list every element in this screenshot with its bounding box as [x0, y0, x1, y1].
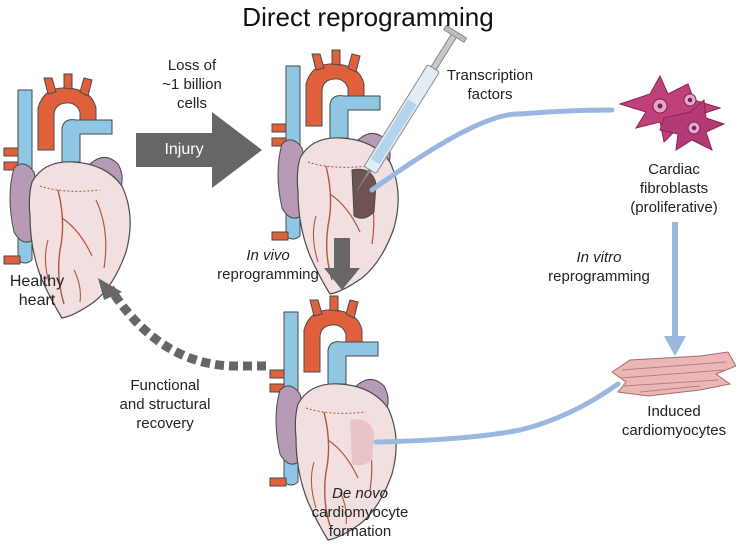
cardiac-fibroblasts-label: Cardiac fibroblasts (proliferative)	[612, 160, 736, 217]
recovery-line-1: Functional	[130, 377, 200, 394]
tf-connector	[369, 107, 615, 193]
loss-line-3: cells	[176, 95, 207, 112]
de-novo-label: De novo cardiomyocyte formation	[290, 484, 430, 541]
loss-label: Loss of ~1 billion cells	[142, 56, 242, 113]
de-novo-patch	[350, 419, 374, 466]
injury-label: Injury	[164, 141, 204, 158]
fibroblasts-line-1: Cardiac	[648, 161, 700, 178]
myocyte-connector	[373, 381, 621, 445]
recovery-arrow-icon	[98, 278, 266, 371]
injury-arrow-icon	[136, 112, 262, 188]
in-vitro-rest: reprogramming	[548, 268, 650, 285]
recovery-line-3: recovery	[136, 415, 194, 432]
in-vivo-rest: reprogramming	[217, 266, 319, 283]
recovery-label: Functional and structural recovery	[100, 376, 230, 433]
induced-line-2: cardiomyocytes	[621, 422, 727, 439]
recovery-line-2: and structural	[119, 396, 211, 413]
healthy-line-2: heart	[18, 292, 56, 309]
loss-line-1: Loss of	[167, 57, 217, 74]
regenerated-heart-icon	[269, 295, 397, 541]
in-vitro-arrow-icon	[664, 222, 686, 356]
induced-cardiomyocytes-label: Induced cardiomyocytes	[612, 402, 736, 440]
fibroblast-cells-icon	[618, 74, 726, 151]
in-vitro-label: In vitro reprogramming	[534, 248, 664, 286]
in-vivo-italic: In vivo	[246, 247, 290, 264]
de-novo-line-2: cardiomyocyte	[311, 504, 409, 521]
in-vivo-label: In vivo reprogramming	[208, 246, 328, 284]
in-vitro-italic: In vitro	[576, 249, 622, 266]
tf-line-1: Transcription	[446, 67, 534, 84]
injury-patch	[351, 168, 377, 219]
induced-line-1: Induced	[647, 403, 701, 420]
cardiomyocyte-fiber-icon	[611, 351, 736, 397]
in-vivo-arrow-icon	[324, 238, 360, 290]
healthy-line-1: Healthy	[9, 273, 65, 290]
injured-heart-icon	[271, 49, 399, 295]
loss-line-2: ~1 billion	[162, 76, 222, 93]
fibroblasts-line-3: (proliferative)	[630, 199, 718, 216]
fibroblasts-line-2: fibroblasts	[639, 180, 709, 197]
de-novo-line-3: formation	[328, 523, 392, 540]
healthy-heart-label: Healthy heart	[2, 272, 72, 310]
transcription-factors-label: Transcription factors	[430, 66, 550, 104]
diagram-title: Direct reprogramming	[242, 2, 494, 32]
syringe-icon	[356, 24, 468, 191]
de-novo-italic: De novo	[332, 485, 388, 502]
tf-line-2: factors	[467, 86, 513, 103]
